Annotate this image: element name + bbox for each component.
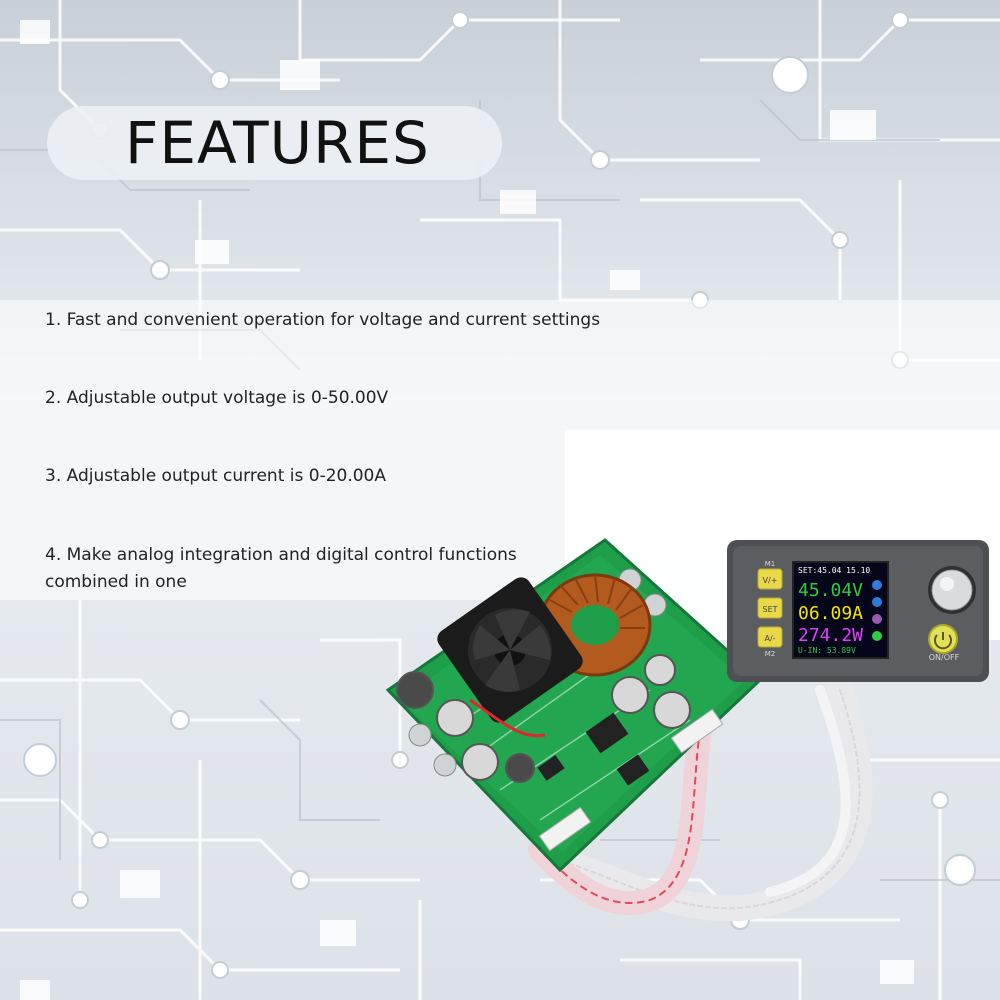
- status-icon-3: [872, 614, 882, 624]
- feature-item-4: 4. Make analog integration and digital c…: [45, 545, 517, 592]
- status-icon-1: [872, 580, 882, 590]
- title-pill: [47, 106, 502, 180]
- screen-input: U-IN: 53.89V: [798, 646, 856, 655]
- screen-voltage: 45.04V: [798, 580, 863, 601]
- control-module: M1 V/+ SET A/- M2 SET:45.04 15.10 45.04V…: [727, 540, 989, 682]
- pcb-board: [385, 538, 763, 873]
- btn-up-label: V/+: [763, 576, 778, 585]
- feature-item-1: 1. Fast and convenient operation for vol…: [45, 310, 601, 330]
- screen-current: 06.09A: [798, 603, 863, 624]
- status-icon-4: [872, 631, 882, 641]
- btn-set-label: SET: [762, 605, 777, 614]
- page-title: FEATURES: [125, 109, 430, 177]
- screen-power: 274.2W: [798, 625, 863, 646]
- feature-item-2: 2. Adjustable output voltage is 0-50.00V: [45, 388, 389, 408]
- status-icon-2: [872, 597, 882, 607]
- label-m1: M1: [765, 560, 776, 568]
- screen-set-line: SET:45.04 15.10: [798, 566, 870, 575]
- power-label: ON/OFF: [929, 653, 960, 662]
- btn-down-label: A/-: [764, 634, 775, 643]
- feature-item-3: 3. Adjustable output current is 0-20.00A: [45, 466, 386, 486]
- ribbon-cable: [528, 677, 873, 922]
- label-m2: M2: [765, 650, 776, 658]
